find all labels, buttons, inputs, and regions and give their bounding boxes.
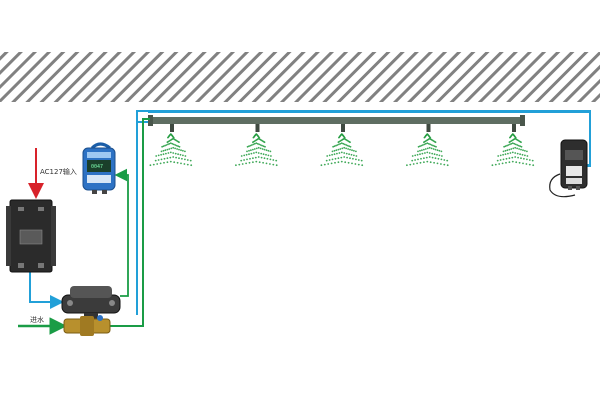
control-cable <box>29 272 64 309</box>
water-spray-cone <box>406 133 449 167</box>
dust-sensor-unit: 0047 <box>82 142 116 194</box>
spray-nozzle <box>255 124 260 132</box>
spray-nozzle <box>170 124 174 132</box>
signal-cable-main <box>136 110 591 315</box>
water-spray-cone <box>235 133 278 167</box>
water-supply-line <box>108 118 150 327</box>
remote-sensor-unit <box>549 139 588 198</box>
water-spray-cone <box>491 133 535 167</box>
controller-box <box>6 199 56 273</box>
tunnel-roof-hatch <box>0 52 600 102</box>
pipe-end-left <box>148 115 153 126</box>
power-input-label: AC127输入 <box>40 167 77 176</box>
nozzle-group <box>149 124 535 167</box>
signal-cable <box>136 111 591 315</box>
spray-pipe <box>150 117 523 124</box>
sensor-readout: 0047 <box>91 164 103 170</box>
pipe-end-right <box>520 115 525 126</box>
sensor-feed-line <box>114 168 129 297</box>
water-spray-cone <box>320 133 364 167</box>
solenoid-valve <box>61 286 121 336</box>
spray-nozzle <box>512 124 516 132</box>
water-spray-cone <box>149 133 193 167</box>
spray-nozzle <box>341 124 345 132</box>
spray-nozzle <box>426 124 431 132</box>
water-inlet-label: 进水 <box>30 315 44 324</box>
